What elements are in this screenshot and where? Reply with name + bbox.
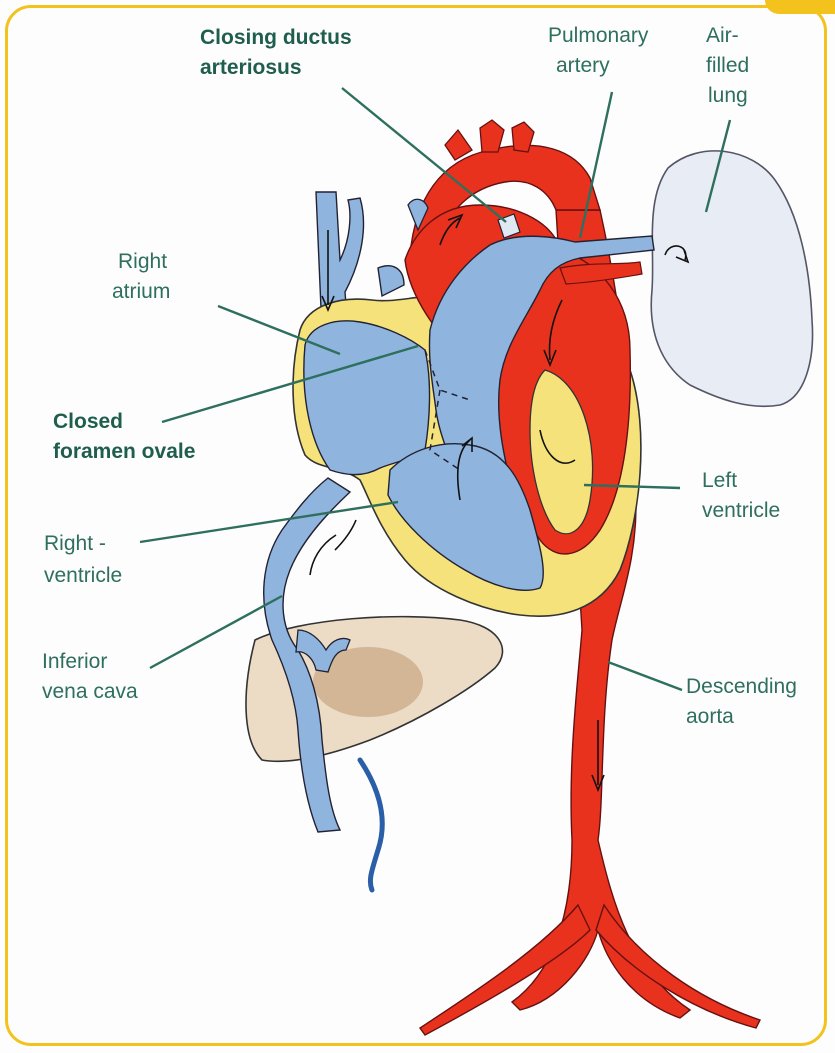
label-foramen-line2: foramen ovale bbox=[53, 440, 195, 463]
label-ivc-line2: vena cava bbox=[42, 680, 138, 703]
label-right-ventricle-line2: ventricle bbox=[44, 564, 122, 587]
label-lung-line2: filled bbox=[706, 54, 749, 77]
label-closing-ductus-line2: arteriosus bbox=[200, 56, 302, 79]
aortic-branch-1 bbox=[445, 130, 472, 160]
air-filled-lung bbox=[651, 151, 812, 406]
umbilical-vein bbox=[360, 760, 382, 890]
label-aorta-line1: Descending bbox=[686, 675, 797, 698]
label-lung-line1: Air- bbox=[706, 24, 739, 47]
label-pulmonary-line2: artery bbox=[556, 54, 610, 77]
label-closing-ductus-line1: Closing ductus bbox=[200, 26, 352, 49]
label-ivc-line1: Inferior bbox=[42, 650, 107, 673]
right-atrium bbox=[304, 321, 430, 475]
label-left-ventricle-line2: ventricle bbox=[702, 499, 780, 522]
label-right-ventricle-line1: Right - bbox=[44, 532, 106, 555]
label-aorta-line2: aorta bbox=[686, 705, 734, 728]
label-lung-line3: lung bbox=[708, 84, 748, 107]
label-pulmonary-line1: Pulmonary bbox=[548, 24, 649, 47]
label-right-atrium-line2: atrium bbox=[112, 280, 170, 303]
label-foramen-line1: Closed bbox=[53, 410, 123, 433]
svc-left-stub bbox=[378, 266, 404, 296]
label-right-atrium-line1: Right bbox=[118, 250, 167, 273]
label-left-ventricle-line1: Left bbox=[702, 469, 737, 492]
